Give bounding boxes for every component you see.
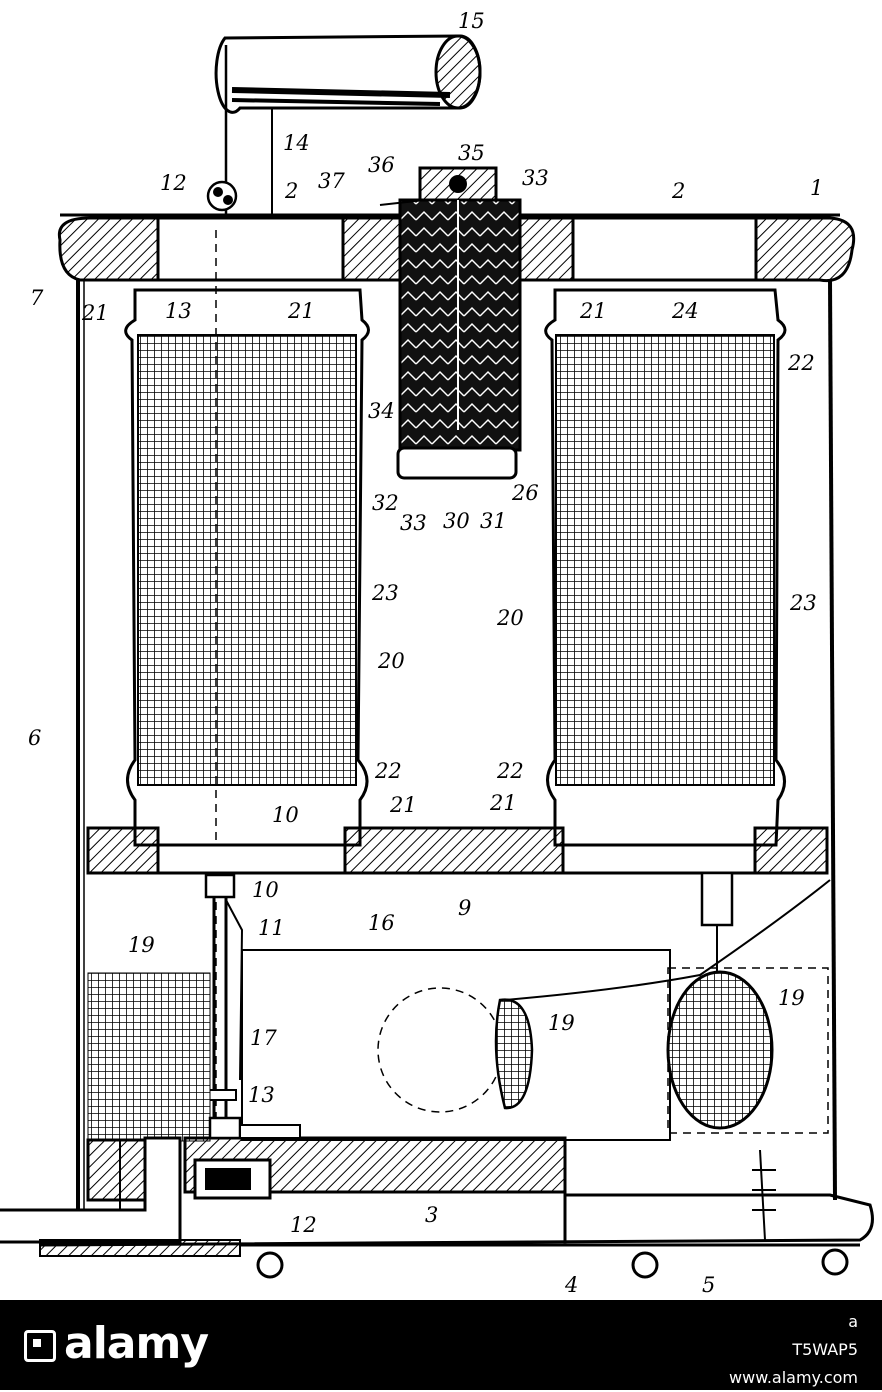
- label-24: 24: [671, 299, 699, 323]
- label-20-right: 20: [496, 606, 524, 630]
- patent-drawing-battery-cell: 15 14 12 2 37 36 35 33 2 1 7 21 13 21 21…: [0, 9, 874, 1297]
- label-22-a: 22: [787, 351, 815, 375]
- cover-1: [57, 213, 856, 283]
- label-33-bottom: 33: [400, 511, 427, 535]
- element-16: [241, 879, 831, 1141]
- label-7: 7: [30, 286, 44, 310]
- label-23-left: 23: [371, 581, 399, 605]
- label-17: 17: [250, 1026, 277, 1050]
- label-19-right: 19: [778, 986, 805, 1010]
- right-connector: [700, 871, 734, 975]
- cylinder-20-left: [124, 230, 370, 1130]
- label-5: 5: [702, 1273, 715, 1297]
- label-32: 32: [372, 491, 399, 515]
- cylinder-20-right: [544, 288, 787, 847]
- label-19-left: 19: [128, 933, 155, 957]
- label-34: 34: [368, 399, 395, 423]
- label-21-d: 21: [389, 793, 417, 817]
- label-22-c: 22: [496, 759, 524, 783]
- label-31: 31: [480, 509, 507, 533]
- label-1: 1: [810, 176, 823, 200]
- label-19-middle: 19: [548, 1011, 575, 1035]
- label-21-e: 21: [489, 791, 517, 815]
- label-4: 4: [564, 1273, 578, 1297]
- terminal-12-top: [206, 180, 238, 212]
- label-30: 30: [443, 509, 470, 533]
- casing-6: [76, 279, 837, 1210]
- label-10-a: 10: [272, 803, 299, 827]
- label-21-b: 21: [287, 299, 315, 323]
- label-10-b: 10: [252, 878, 279, 902]
- label-13-top: 13: [165, 299, 192, 323]
- plate-9: [86, 826, 829, 875]
- rod-15: [214, 34, 482, 114]
- label-16: 16: [368, 911, 395, 935]
- mesh-19-right: [666, 970, 774, 1130]
- label-14: 14: [283, 131, 310, 155]
- label-36: 36: [368, 153, 395, 177]
- reference-labels: 15 14 12 2 37 36 35 33 2 1 7 21 13 21 21…: [28, 9, 823, 1297]
- label-12-bottom: 12: [290, 1213, 317, 1237]
- info-line-1: a: [848, 1312, 858, 1331]
- label-3: 3: [425, 1203, 438, 1227]
- brand-logo: alamy: [24, 1318, 209, 1369]
- brand-text: alamy: [64, 1318, 209, 1369]
- label-13-bottom: 13: [248, 1083, 275, 1107]
- logo-mark-icon: [24, 1330, 56, 1362]
- central-element-26: [379, 166, 522, 480]
- label-9: 9: [458, 896, 471, 920]
- label-22-b: 22: [374, 759, 402, 783]
- image-info: a T5WAP5 www.alamy.com: [729, 1308, 858, 1392]
- label-11: 11: [258, 916, 285, 940]
- mesh-19-left: [87, 972, 211, 1142]
- label-6: 6: [28, 726, 41, 750]
- label-2-left: 2: [284, 179, 298, 203]
- label-37: 37: [318, 169, 345, 193]
- image-id: T5WAP5: [792, 1340, 858, 1359]
- label-21-c: 21: [579, 299, 607, 323]
- label-12-top: 12: [160, 171, 187, 195]
- label-15: 15: [458, 9, 485, 33]
- base-4: [39, 1149, 874, 1279]
- label-35: 35: [458, 141, 485, 165]
- label-26: 26: [511, 481, 539, 505]
- label-21-a: 21: [81, 301, 109, 325]
- stock-footer-bar: alamy a T5WAP5 www.alamy.com: [0, 1300, 882, 1390]
- label-20-left: 20: [377, 649, 405, 673]
- label-2-right: 2: [671, 179, 685, 203]
- site-url: www.alamy.com: [729, 1368, 858, 1387]
- label-23-right: 23: [789, 591, 817, 615]
- label-33-top: 33: [522, 166, 549, 190]
